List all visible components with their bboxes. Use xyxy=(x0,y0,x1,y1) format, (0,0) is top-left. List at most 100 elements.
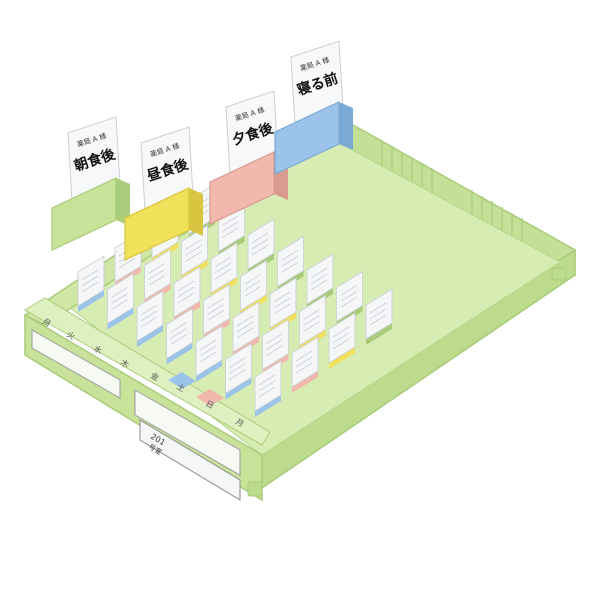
packet-print-line xyxy=(266,333,283,344)
packet-print-line xyxy=(222,227,239,238)
medicine-packet xyxy=(277,235,304,288)
packet-print-line xyxy=(236,315,254,327)
medicine-packet xyxy=(262,318,289,371)
packet-print-line xyxy=(295,356,313,368)
medicine-packet xyxy=(144,248,171,301)
medicine-packet xyxy=(210,242,238,294)
medicine-packet xyxy=(166,307,193,360)
divider-color-strip xyxy=(196,360,222,382)
day-label: 木 xyxy=(119,357,131,370)
medicine-packet xyxy=(299,294,326,347)
packet-print-line xyxy=(310,279,328,291)
packet-print-line xyxy=(258,386,276,398)
day-label: 水 xyxy=(92,343,104,356)
front-day-labels: 月 火 水 木 金 土 日 月 xyxy=(41,317,245,429)
packet-print-line xyxy=(251,238,269,250)
divider-color-strip xyxy=(107,307,134,330)
packet-print-line xyxy=(148,275,165,286)
packet-print-line xyxy=(281,262,298,273)
medicine-packet xyxy=(136,290,164,342)
packet-print-line xyxy=(369,308,387,320)
packet-print-line xyxy=(244,280,261,291)
medicine-packet xyxy=(181,224,208,277)
packet-print-line xyxy=(207,298,224,309)
packet-print-line xyxy=(303,309,320,320)
packet-print-line xyxy=(185,245,202,256)
card-holders: 薬局 A 様朝食後薬局 A 様昼食後薬局 A 様夕食後薬局 A 様寝る前 xyxy=(51,40,353,261)
packet-print-line xyxy=(222,221,239,232)
packet-print-line xyxy=(177,280,195,292)
packet-print-line xyxy=(140,316,158,328)
packet-print-line xyxy=(229,363,246,374)
packet-print-line xyxy=(258,374,276,386)
packet-print-line xyxy=(214,262,232,274)
packet-print-line xyxy=(251,232,269,244)
packet-print-line xyxy=(207,310,224,321)
front-label-windows xyxy=(31,329,241,476)
packet-print-line xyxy=(340,291,357,302)
packet-print-line xyxy=(369,302,387,314)
packet-print-line xyxy=(222,215,239,226)
holder-side xyxy=(189,188,203,236)
packet-print-line xyxy=(273,291,291,303)
divider-color-strip xyxy=(78,290,104,312)
packet-print-line xyxy=(170,322,187,333)
day-label: 月 xyxy=(234,417,245,429)
packet-print-line xyxy=(199,351,217,363)
packet-print-line xyxy=(81,275,99,287)
tray-front-rim xyxy=(24,297,271,446)
packet-print-line xyxy=(244,274,261,285)
medicine-packet xyxy=(247,218,275,270)
packet-print-line xyxy=(310,267,328,279)
medicine-packet xyxy=(232,301,260,353)
holder-side xyxy=(339,102,353,150)
packet-print-line xyxy=(207,304,224,315)
packet-print-line xyxy=(111,293,128,304)
packet-print-line xyxy=(310,273,328,285)
day-label: 金 xyxy=(149,370,161,383)
medicine-packet xyxy=(173,266,201,318)
divider-color-strip xyxy=(225,377,252,400)
divider-color-strip xyxy=(366,323,392,345)
packet-print-line xyxy=(332,338,350,350)
medicine-packet xyxy=(328,312,356,364)
divider-color-strip xyxy=(166,342,193,365)
medicine-packet xyxy=(107,272,134,325)
packet-print-line xyxy=(273,303,291,315)
packet-print-line xyxy=(303,321,320,332)
packet-print-line xyxy=(177,286,195,298)
packet-print-line xyxy=(369,314,387,326)
packet-print-line xyxy=(281,256,298,267)
packet-print-line xyxy=(170,334,187,345)
packet-print-line xyxy=(185,239,202,250)
packet-print-line xyxy=(199,339,217,351)
medicine-packet xyxy=(77,255,105,307)
holder-side xyxy=(116,178,130,226)
packet-print-line xyxy=(148,263,165,274)
packet-print-line xyxy=(236,327,254,339)
medicine-packet xyxy=(203,283,230,336)
day-label: 土 xyxy=(175,381,187,394)
packet-print-line xyxy=(332,326,350,338)
packet-print-line xyxy=(140,304,158,316)
medicine-packet xyxy=(225,342,252,395)
tray-feet xyxy=(247,267,567,497)
packet-print-line xyxy=(273,297,291,309)
packet-print-line xyxy=(229,357,246,368)
packet-print-line xyxy=(177,292,195,304)
divider-color-strip xyxy=(137,325,163,347)
packet-print-line xyxy=(244,286,261,297)
packet-print-line xyxy=(214,256,232,268)
packet-print-line xyxy=(266,339,283,350)
day-label: 月 xyxy=(41,317,52,329)
packet-print-line xyxy=(111,287,128,298)
medicine-packet xyxy=(291,336,319,388)
packet-print-line xyxy=(236,321,254,333)
medicine-packet xyxy=(240,259,267,312)
day-color-strips xyxy=(168,372,224,406)
packet-print-line xyxy=(303,315,320,326)
medicine-packet xyxy=(365,288,393,340)
